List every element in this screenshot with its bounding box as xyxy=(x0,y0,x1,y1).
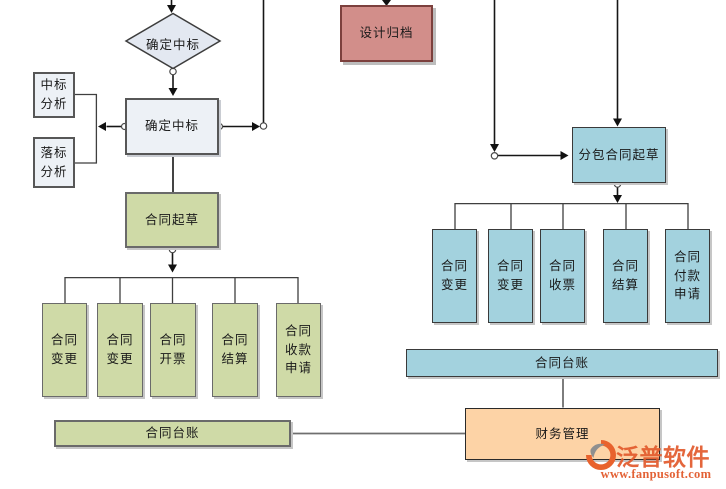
node-right-contract-ledger: 合同台账 xyxy=(406,349,718,377)
node-contract-draft: 合同起草 xyxy=(125,192,219,248)
node-decision-confirm-bid: 确定中标 xyxy=(145,38,200,52)
node-contract-change-a: 合同 变更 xyxy=(42,303,87,397)
node-confirm-bid: 确定中标 xyxy=(125,98,219,155)
fanpu-logo-icon xyxy=(586,440,616,470)
node-contract-settlement: 合同 结算 xyxy=(212,303,258,397)
node-left-contract-ledger: 合同台账 xyxy=(54,420,291,447)
node-lose-bid-analysis: 落标 分析 xyxy=(33,137,75,188)
node-contract-change-b: 合同 变更 xyxy=(97,303,143,397)
watermark-brand: 泛普软件 xyxy=(616,445,710,470)
node-contract-invoice: 合同 开票 xyxy=(150,303,196,397)
node-sub-change-b: 合同 变更 xyxy=(488,229,533,323)
watermark-url: www.fanpusoft.com xyxy=(600,467,712,481)
node-win-bid-analysis: 中标 分析 xyxy=(33,72,75,118)
node-sub-receipt: 合同 收票 xyxy=(540,229,585,323)
node-sub-settlement: 合同 结算 xyxy=(603,229,648,323)
node-design-archive: 设计归档 xyxy=(340,5,433,62)
node-sub-change-a: 合同 变更 xyxy=(432,229,477,323)
node-subcontract-draft: 分包合同起草 xyxy=(572,127,666,183)
node-payment-request: 合同 付款 申请 xyxy=(665,229,710,323)
node-finance-management: 财务管理 xyxy=(465,408,660,460)
watermark: 泛普软件 www.fanpusoft.com xyxy=(586,440,726,482)
node-collection-request: 合同 收款 申请 xyxy=(276,303,321,397)
